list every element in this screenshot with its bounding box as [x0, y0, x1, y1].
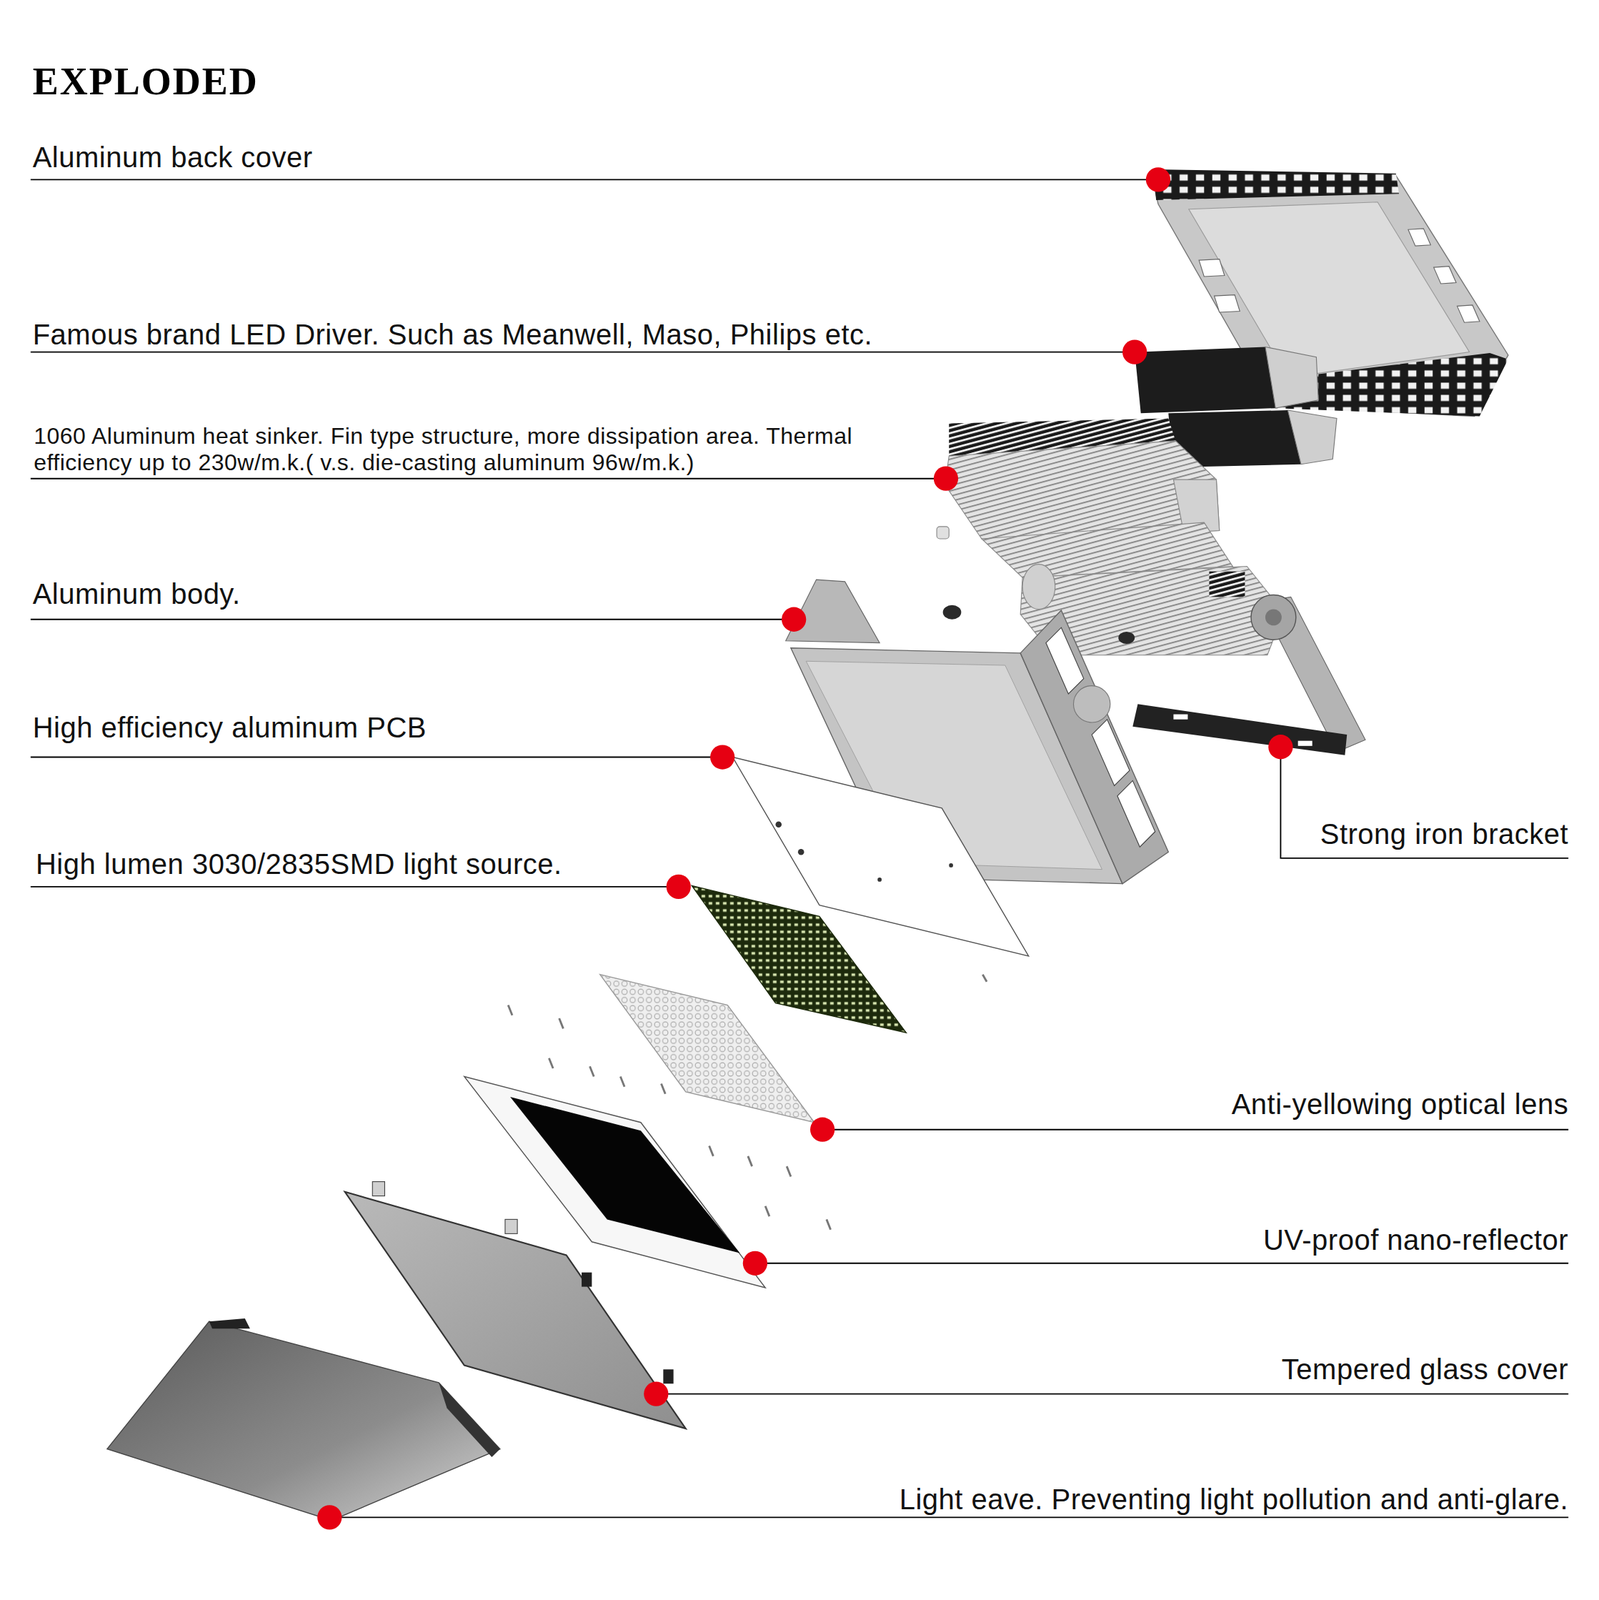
gland: [1118, 631, 1135, 644]
part-label: UV-proof nano-reflector: [1263, 1223, 1569, 1257]
screw: [620, 1076, 625, 1087]
body-vent: [1073, 685, 1110, 723]
leader-line: [30, 885, 679, 888]
callout-dot: [710, 744, 735, 769]
leader-line: [329, 1516, 1569, 1518]
part-label: High efficiency aluminum PCB: [32, 710, 427, 744]
callout-dot: [810, 1117, 835, 1142]
leader-line: [655, 1393, 1569, 1395]
optical-lens: [600, 974, 815, 1123]
part-label: Aluminum body.: [32, 577, 241, 611]
leader-line: [30, 351, 1135, 353]
screw: [507, 1005, 513, 1016]
gland: [943, 605, 962, 620]
screw: [559, 1018, 564, 1029]
callout-dot: [743, 1251, 768, 1276]
leader-line: [30, 618, 794, 621]
callout-dot: [781, 607, 806, 632]
part-label: High lumen 3030/2835SMD light source.: [35, 847, 563, 881]
part-label: Strong iron bracket: [1320, 817, 1569, 851]
body-slot: [1117, 780, 1156, 847]
callout-dot: [666, 874, 691, 899]
eave-side: [438, 1382, 501, 1457]
heat-sink-axle: [1022, 564, 1056, 610]
body-side: [1020, 610, 1169, 884]
part-label: Light eave. Preventing light pollution a…: [899, 1482, 1569, 1516]
led-driver: [1134, 346, 1276, 413]
part-label: 1060 Aluminum heat sinker. Fin type stru…: [33, 422, 884, 476]
leader-line: [755, 1262, 1569, 1264]
screw: [786, 1166, 791, 1177]
glass-tab: [663, 1368, 674, 1384]
leader-line: [822, 1128, 1569, 1131]
eave-edge: [209, 1318, 251, 1329]
led-driver-cap: [1265, 346, 1319, 408]
part-label: Tempered glass cover: [1281, 1352, 1569, 1386]
glass-tab: [372, 1181, 385, 1197]
leader-line: [30, 178, 1159, 181]
diagram-title: EXPLODED: [32, 59, 259, 104]
screw: [765, 1206, 770, 1217]
leader-line: [1280, 746, 1569, 859]
back-cover-vent: [1153, 169, 1399, 201]
callout-dot: [1122, 340, 1147, 365]
bracket-bolt: [1265, 608, 1282, 626]
back-cover-slot: [1433, 266, 1457, 284]
leader-line: [30, 477, 946, 480]
pcb-hole: [948, 863, 954, 868]
bracket-hole: [1173, 714, 1188, 720]
pcb-hole: [775, 820, 782, 828]
callout-dot: [643, 1381, 669, 1406]
part-label: Anti-yellowing optical lens: [1231, 1087, 1569, 1121]
callout-dot: [1146, 167, 1171, 192]
back-cover-slot: [1198, 259, 1225, 277]
heat-sink-fins: [1208, 571, 1245, 598]
screw: [982, 974, 987, 982]
back-cover-slot: [1408, 228, 1431, 246]
body-slot: [1091, 719, 1130, 786]
back-cover-slot: [1214, 295, 1241, 313]
light-eave: [107, 1321, 501, 1520]
screw: [590, 1066, 595, 1077]
screw: [826, 1218, 831, 1229]
screw: [548, 1058, 554, 1069]
callout-dot: [317, 1504, 342, 1529]
back-cover-slot: [1456, 305, 1479, 323]
callout-dot: [1268, 734, 1293, 759]
leader-line: [30, 756, 723, 759]
screw: [709, 1146, 714, 1157]
body-slot: [1045, 627, 1084, 694]
part-label: Famous brand LED Driver. Such as Meanwel…: [32, 317, 873, 351]
screw: [748, 1156, 753, 1167]
screw: [936, 526, 949, 539]
iron-bracket: [1132, 703, 1347, 755]
bracket-pivot: [1251, 594, 1297, 640]
part-label: Aluminum back cover: [32, 140, 313, 174]
reflector-opening: [510, 1096, 740, 1253]
pcb-hole: [798, 848, 805, 856]
glass-tab: [505, 1218, 518, 1234]
led-driver-cap: [1287, 410, 1337, 465]
glass-tab: [581, 1272, 592, 1287]
screw: [660, 1083, 666, 1094]
bracket-hole: [1298, 740, 1313, 746]
pcb-hole: [877, 877, 882, 882]
callout-dot: [933, 466, 959, 491]
